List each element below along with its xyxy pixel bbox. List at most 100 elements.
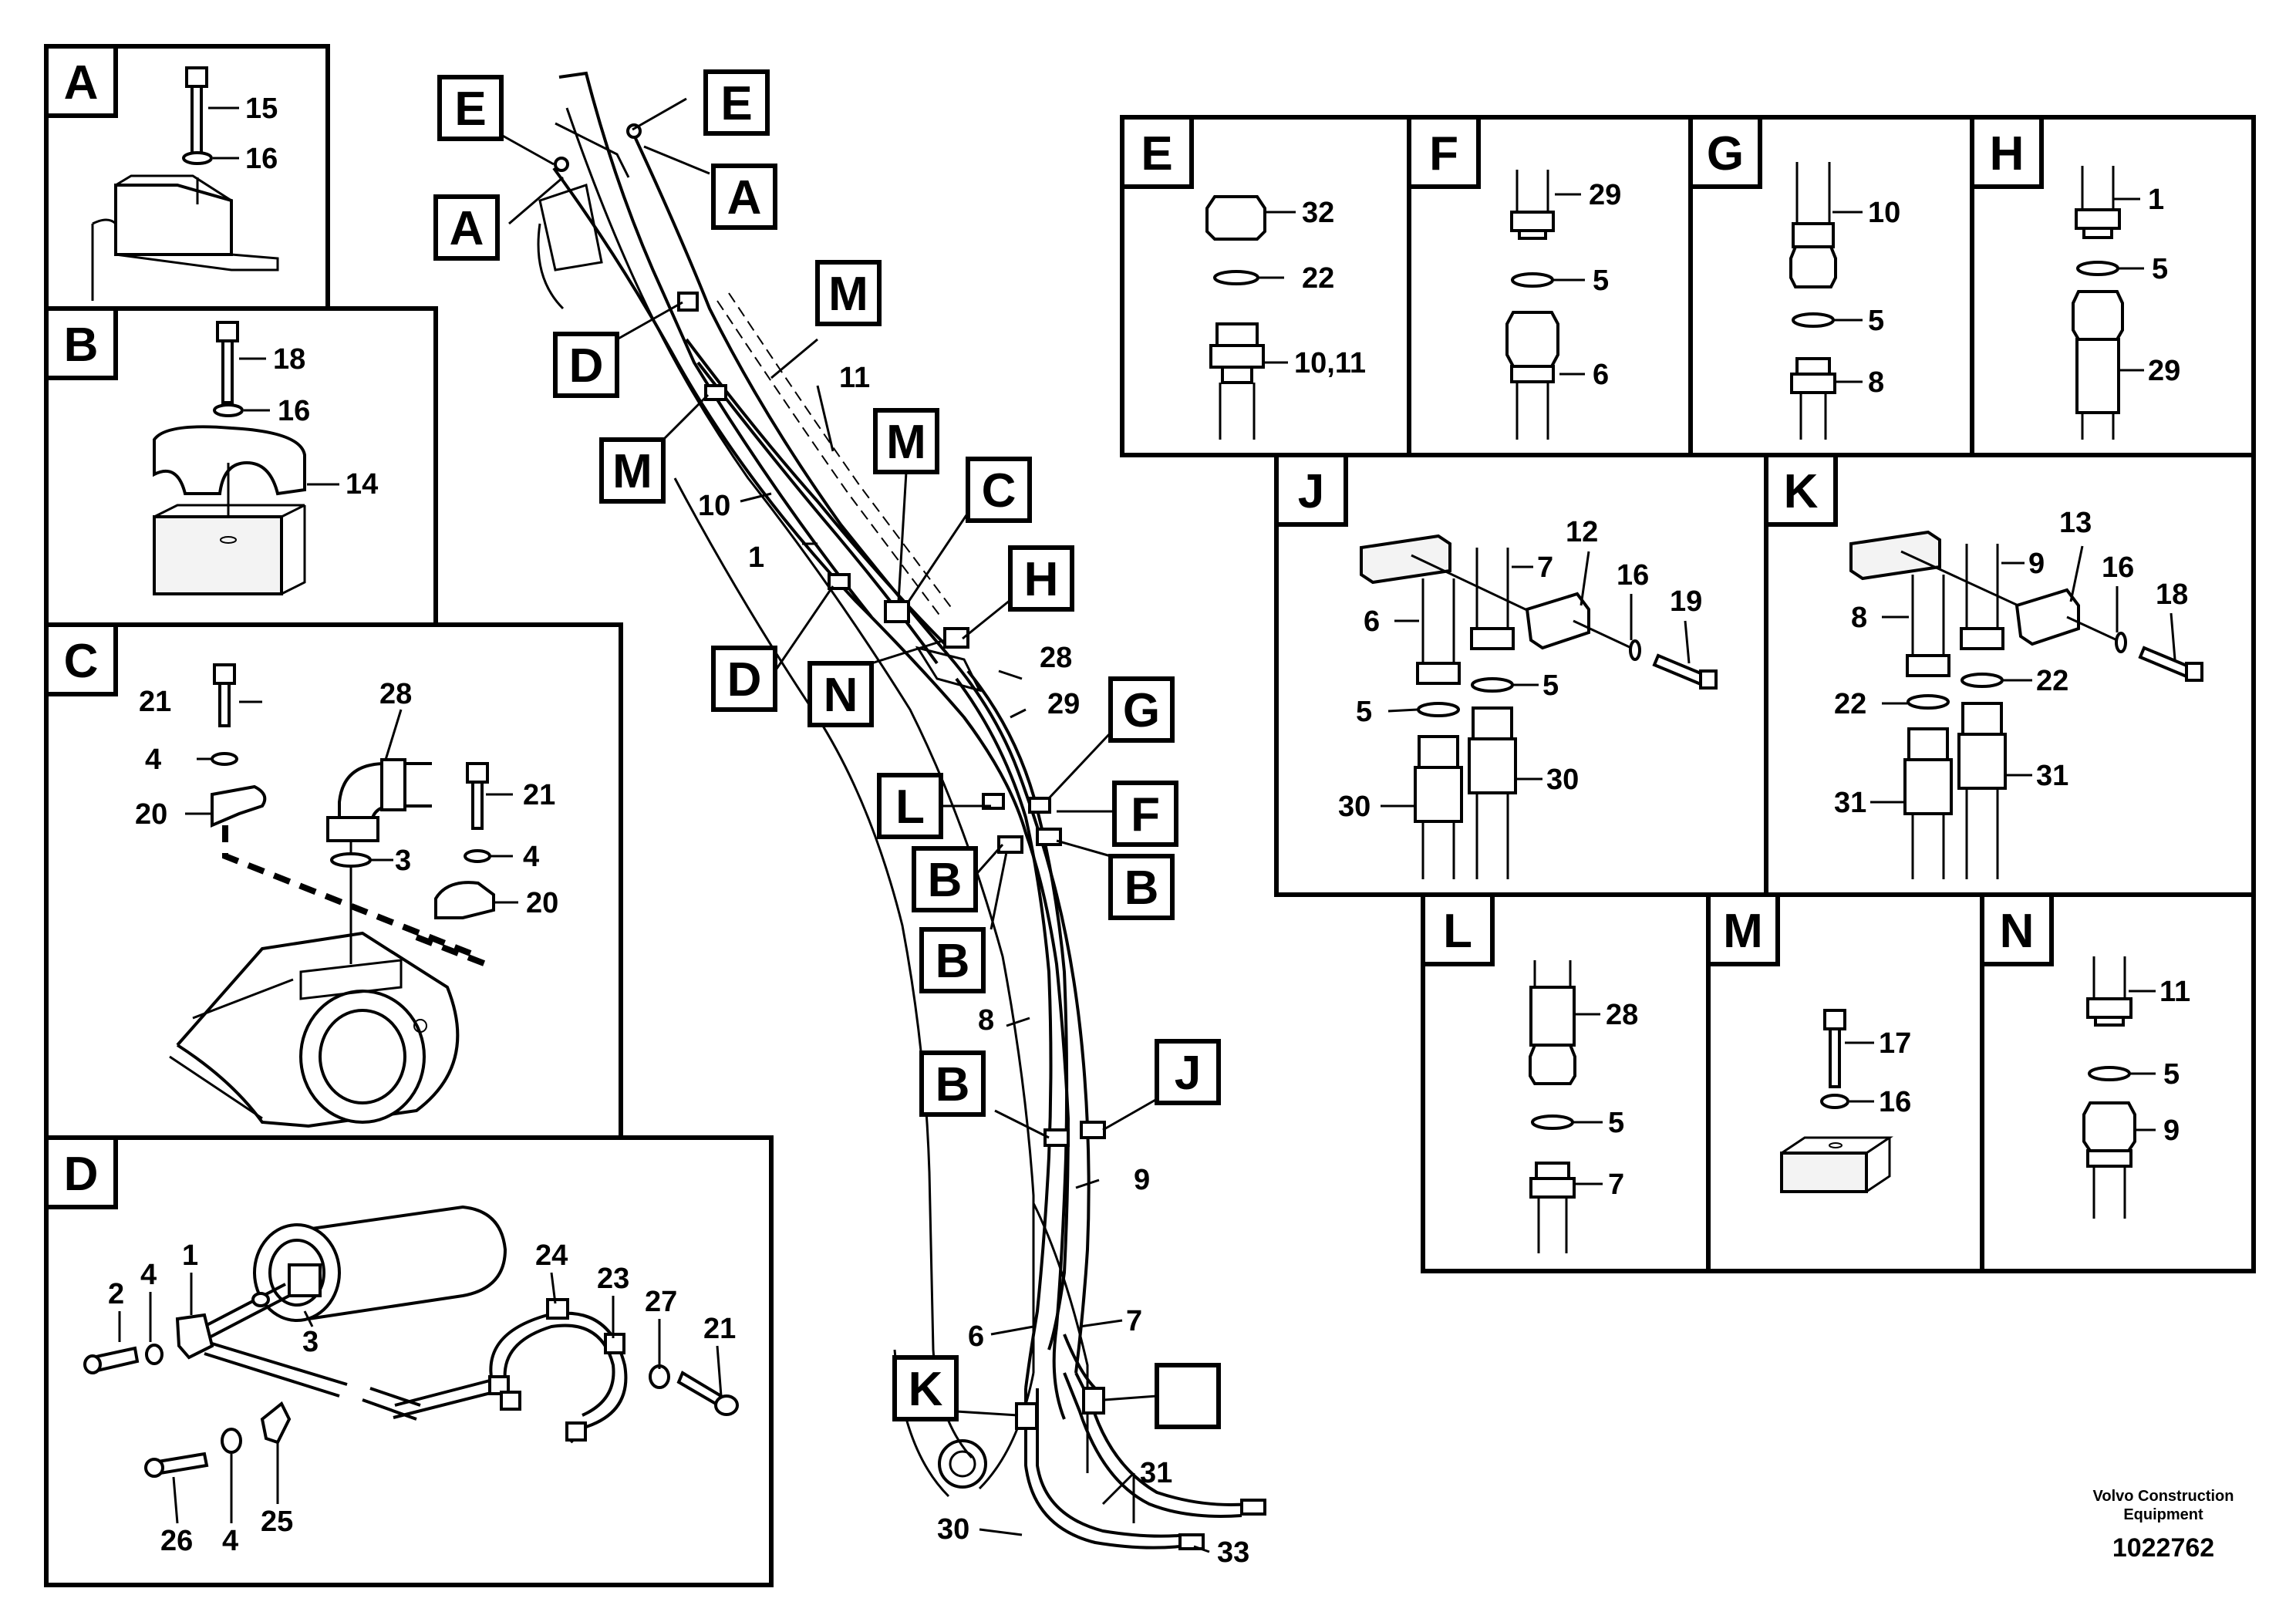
drawing-footer: Volvo Construction Equipment 1022762 (2093, 1488, 2234, 1563)
detail-label-d: D (64, 1148, 99, 1201)
part-number: 10 (1868, 197, 1900, 229)
part-number: 28 (1040, 642, 1072, 674)
part-number: 11 (839, 362, 870, 394)
detail-panel-l: L 28 5 7 (1421, 892, 1711, 1273)
part-number: 22 (2036, 665, 2068, 697)
callout-m: M (612, 445, 652, 498)
part-number: 17 (1879, 1027, 1911, 1060)
part-number: 1 (748, 541, 764, 574)
detail-label-n: N (2000, 905, 2035, 958)
part-number: 1 (182, 1239, 198, 1272)
part-number: 6 (968, 1320, 984, 1353)
part-number: 26 (160, 1525, 193, 1557)
part-number: 16 (1879, 1086, 1911, 1118)
part-number: 29 (1589, 179, 1621, 211)
part-number: 7 (1126, 1305, 1142, 1337)
part-number: 18 (273, 343, 305, 376)
detail-label-l: L (1443, 905, 1472, 958)
part-number: 8 (1868, 366, 1884, 399)
part-number: 33 (1217, 1536, 1249, 1569)
part-number: 15 (245, 93, 278, 125)
part-number: 24 (535, 1239, 568, 1272)
detail-label-k: K (1784, 465, 1819, 518)
detail-label-h: H (1990, 127, 2025, 180)
part-number: 13 (2059, 507, 2092, 539)
detail-panel-k: K 13 9 16 18 8 2 (1764, 453, 2256, 897)
part-number: 27 (645, 1286, 677, 1318)
detail-panel-m: M 17 16 (1706, 892, 1984, 1273)
detail-panel-f: F 29 5 6 (1407, 115, 1693, 457)
callout-f: B (928, 854, 963, 907)
detail-label-a: A (64, 56, 99, 110)
company-name-line2: Equipment (2123, 1506, 2203, 1523)
part-number: 21 (139, 686, 171, 718)
part-number: 32 (1302, 197, 1334, 229)
part-number: 22 (1834, 688, 1866, 720)
part-number: 30 (1546, 764, 1579, 796)
detail-panel-d: D (44, 1135, 774, 1587)
callout-d: D (569, 339, 604, 393)
part-number: 4 (145, 744, 161, 776)
part-number: 16 (1617, 559, 1649, 592)
detail-panel-a: A 15 16 (44, 44, 330, 311)
callout-e: E (720, 77, 752, 130)
part-number: 7 (1608, 1168, 1624, 1201)
detail-panel-c: C 21 4 20 28 (44, 622, 623, 1140)
part-number: 30 (937, 1513, 969, 1546)
part-number: 28 (379, 678, 412, 710)
detail-panel-j: J 12 7 16 19 6 5 (1274, 453, 1768, 897)
part-number: 25 (261, 1506, 293, 1538)
callout-n: G (1123, 684, 1160, 737)
part-number: 5 (1868, 305, 1884, 337)
part-number: 29 (2148, 355, 2180, 387)
part-number: 18 (2156, 578, 2188, 611)
part-number: 10,11 (1294, 347, 1366, 379)
part-number: 5 (1608, 1107, 1624, 1139)
callout-j: K (909, 1363, 943, 1416)
part-number: 8 (1851, 602, 1867, 634)
part-number: 4 (222, 1525, 238, 1557)
callout-c: H (1024, 553, 1059, 606)
part-number: 6 (1593, 359, 1609, 391)
part-number: 9 (1134, 1164, 1150, 1196)
callout-d: C (982, 464, 1017, 518)
part-number: 31 (1140, 1457, 1172, 1489)
callout-a: A (727, 171, 762, 224)
detail-label-b: B (64, 319, 99, 372)
part-number: 29 (1047, 688, 1080, 720)
part-number: 4 (140, 1259, 157, 1291)
part-number: 6 (1364, 605, 1380, 638)
part-number: 28 (1606, 999, 1638, 1031)
main-view-callouts: E A E A M D M M D C H N G L F B B B B (433, 69, 1221, 1429)
callout-b: J (1175, 1047, 1201, 1100)
part-number: 4 (523, 841, 539, 873)
drawing-number: 1022762 (2112, 1533, 2214, 1563)
callout-e: E (454, 83, 486, 136)
part-number: 30 (1338, 791, 1371, 823)
company-name: Volvo Construction (2093, 1488, 2234, 1505)
part-number: 8 (978, 1004, 994, 1037)
part-number: 5 (1593, 265, 1609, 297)
part-number: 1 (2148, 184, 2164, 216)
part-number: 16 (245, 143, 278, 175)
part-number: 10 (698, 490, 730, 522)
part-number: 16 (278, 395, 310, 427)
part-number: 22 (1302, 262, 1334, 295)
detail-label-f: F (1429, 127, 1458, 180)
detail-label-e: E (1141, 127, 1172, 180)
part-number: 9 (2163, 1114, 2180, 1147)
detail-label-j: J (1298, 465, 1324, 518)
main-view-part-numbers: 11 10 1 28 29 8 9 6 7 31 30 33 (698, 362, 1249, 1569)
callout-a: A (450, 202, 484, 255)
part-number: 31 (1834, 787, 1866, 819)
part-number: 2 (108, 1278, 124, 1310)
part-number: 3 (395, 845, 411, 877)
detail-panel-b: B 18 16 14 (44, 306, 438, 627)
callout-b: B (936, 935, 970, 988)
part-number: 7 (1537, 551, 1553, 584)
part-number: 5 (2163, 1058, 2180, 1091)
part-number: 3 (302, 1326, 319, 1358)
part-number: 23 (597, 1263, 629, 1295)
part-number: 16 (2102, 551, 2134, 584)
